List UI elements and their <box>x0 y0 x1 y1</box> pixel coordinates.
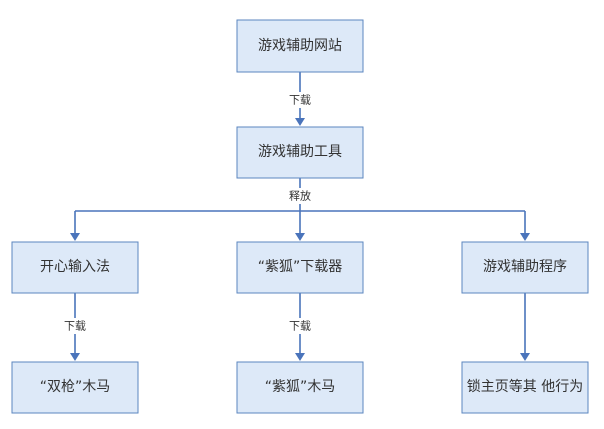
edge-label-downloader-to-trojan: 下载 <box>289 320 311 333</box>
node-label-lock-homepage-behaviors: 锁主页等其 他行为 <box>467 378 583 395</box>
arrowhead-zihu-trojan <box>295 353 305 361</box>
node-label-zihu-trojan: “紫狐”木马 <box>265 379 336 395</box>
edge-label-input-to-trojan: 下载 <box>64 320 86 333</box>
node-happy-input-method: 开心输入法 <box>11 241 139 294</box>
node-game-aux-tool: 游戏辅助工具 <box>236 126 364 179</box>
edge-label-website-to-tool: 下载 <box>289 94 311 107</box>
arrowhead-lock-homepage <box>520 353 530 361</box>
arrowhead-aux-program <box>520 233 530 241</box>
node-game-aux-website: 游戏辅助网站 <box>236 19 364 73</box>
node-label-happy-input-method: 开心输入法 <box>40 259 110 275</box>
node-label-game-aux-program: 游戏辅助程序 <box>483 259 567 275</box>
arrowhead-input-method <box>70 233 80 241</box>
node-lock-homepage-behaviors: 锁主页等其 他行为 <box>461 361 589 414</box>
node-zihu-downloader: “紫狐”下载器 <box>236 241 364 294</box>
node-zihu-trojan: “紫狐”木马 <box>236 361 364 414</box>
arrowhead-shuangqiang <box>70 353 80 361</box>
node-label-game-aux-website: 游戏辅助网站 <box>258 38 342 54</box>
node-label-zihu-downloader: “紫狐”下载器 <box>258 259 343 275</box>
node-label-shuangqiang-trojan: “双枪”木马 <box>40 378 111 395</box>
arrowhead-zihu-downloader <box>295 233 305 241</box>
edge-labels: 下载 释放 下载 下载 <box>62 92 313 334</box>
connectors <box>70 72 530 361</box>
node-game-aux-program: 游戏辅助程序 <box>461 241 589 294</box>
node-label-game-aux-tool: 游戏辅助工具 <box>258 144 342 160</box>
arrowhead-tool <box>295 118 305 126</box>
node-shuangqiang-trojan: “双枪”木马 <box>11 361 139 414</box>
edge-label-tool-release: 释放 <box>289 189 311 203</box>
